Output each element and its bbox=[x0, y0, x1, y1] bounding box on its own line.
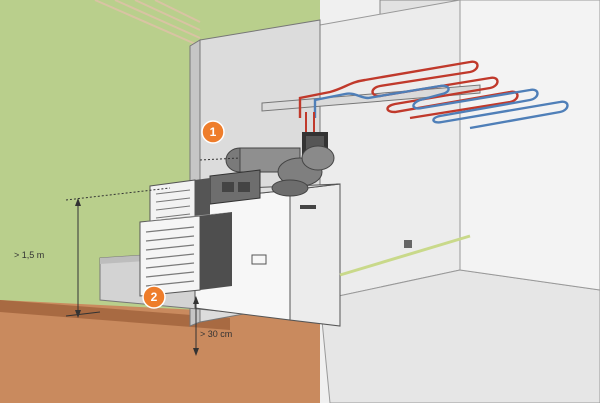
interior-left-wall bbox=[319, 0, 461, 301]
dimension-clearance bbox=[193, 296, 199, 356]
height-min-label: > 1,5 m bbox=[14, 250, 44, 260]
badge-1-number: 1 bbox=[210, 125, 217, 139]
dimension-height bbox=[65, 187, 171, 318]
interior-floor bbox=[319, 269, 600, 403]
upper-air-box-vent bbox=[222, 182, 234, 192]
badge-2-circle bbox=[142, 285, 166, 309]
duct-outlet bbox=[301, 145, 335, 171]
condensate-pipe bbox=[339, 234, 471, 277]
heat-pump-panel-slot bbox=[251, 254, 267, 265]
upper-air-box bbox=[209, 169, 261, 205]
heat-pump-indicator bbox=[300, 205, 316, 209]
lower-outdoor-grille-side bbox=[200, 212, 232, 290]
pipe-valve bbox=[404, 240, 412, 248]
underfloor-heating-pipes bbox=[298, 60, 569, 130]
lower-outdoor-grille-top bbox=[140, 212, 232, 222]
lower-grille-louvers bbox=[145, 226, 195, 287]
clearance-min-label: > 30 cm bbox=[200, 329, 232, 339]
soil-edge bbox=[0, 300, 230, 330]
callout-leader-1 bbox=[199, 157, 241, 161]
duct-base bbox=[271, 179, 309, 197]
badge-2-number: 2 bbox=[151, 290, 158, 304]
badge-1: 1 bbox=[201, 120, 225, 144]
cold-water-pipe bbox=[313, 84, 569, 130]
air-ducts bbox=[225, 145, 335, 197]
badge-2: 2 bbox=[142, 285, 166, 309]
fence-lines bbox=[94, 0, 201, 47]
upper-air-box-vent-2 bbox=[238, 182, 250, 192]
badge-1-circle bbox=[201, 120, 225, 144]
interior-right-wall bbox=[459, 0, 600, 291]
